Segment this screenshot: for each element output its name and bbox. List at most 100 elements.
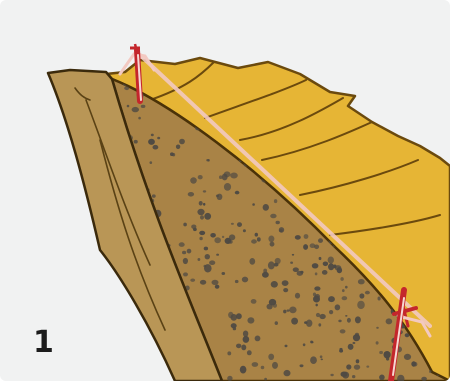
speckle-dot <box>243 331 248 337</box>
speckle-dot <box>204 247 208 251</box>
speckle-dot <box>355 333 359 337</box>
speckle-dot <box>377 99 384 106</box>
speckle-dot <box>395 114 402 121</box>
speckle-dot <box>417 69 424 75</box>
speckle-dot <box>199 231 205 235</box>
speckle-dot <box>404 111 409 117</box>
speckle-dot <box>341 372 348 377</box>
speckle-dot <box>270 242 275 247</box>
speckle-dot <box>345 315 347 317</box>
speckle-dot <box>153 145 159 150</box>
speckle-dot <box>348 344 354 350</box>
speckle-dot <box>347 318 351 323</box>
speckle-dot <box>231 223 234 225</box>
speckle-dot <box>420 69 423 72</box>
speckle-dot <box>272 362 278 369</box>
speckle-dot <box>187 249 192 254</box>
speckle-dot <box>230 173 238 179</box>
speckle-dot <box>358 85 360 87</box>
speckle-dot <box>247 350 252 355</box>
speckle-dot <box>198 175 203 179</box>
speckle-dot <box>200 215 204 219</box>
speckle-dot <box>322 270 328 275</box>
speckle-dot <box>353 342 356 344</box>
speckle-dot <box>125 375 131 381</box>
speckle-dot <box>359 293 364 298</box>
speckle-dot <box>366 366 369 368</box>
speckle-dot <box>379 67 385 73</box>
speckle-dot <box>212 280 219 285</box>
speckle-dot <box>354 365 360 370</box>
speckle-dot <box>427 87 431 90</box>
speckle-dot <box>420 133 424 137</box>
speckle-dot <box>205 254 210 259</box>
speckle-dot <box>268 354 274 360</box>
speckle-dot <box>124 86 129 90</box>
speckle-dot <box>404 354 411 360</box>
speckle-dot <box>365 91 371 96</box>
speckle-dot <box>247 317 254 323</box>
speckle-dot <box>359 96 363 100</box>
speckle-dot <box>323 262 328 267</box>
speckle-dot <box>320 355 323 358</box>
speckle-dot <box>291 318 298 325</box>
speckle-dot <box>240 366 247 374</box>
speckle-dot <box>356 75 360 79</box>
speckle-dot <box>303 244 308 250</box>
speckle-dot <box>251 239 257 243</box>
speckle-dot <box>376 341 379 344</box>
speckle-dot <box>132 324 135 328</box>
speckle-dot <box>310 356 317 364</box>
speckle-dot <box>420 74 427 81</box>
speckle-dot <box>310 70 314 74</box>
speckle-dot <box>318 323 321 326</box>
speckle-dot <box>243 336 250 343</box>
speckle-dot <box>432 131 439 139</box>
speckle-dot <box>330 374 333 376</box>
speckle-dot <box>345 286 348 289</box>
speckle-dot <box>274 199 277 203</box>
speckle-dot <box>261 366 265 369</box>
speckle-dot <box>287 309 290 311</box>
speckle-dot <box>316 304 318 307</box>
speckle-dot <box>170 152 174 156</box>
speckle-dot <box>438 97 441 99</box>
speckle-dot <box>222 236 224 238</box>
speckle-dot <box>190 177 197 183</box>
speckle-dot <box>315 272 318 275</box>
speckle-dot <box>127 105 130 108</box>
speckle-dot <box>314 245 319 250</box>
speckle-dot <box>97 261 102 267</box>
speckle-dot <box>183 272 188 276</box>
speckle-dot <box>262 272 269 278</box>
speckle-dot <box>357 301 365 309</box>
speckle-dot <box>112 302 117 308</box>
speckle-dot <box>126 345 130 349</box>
speckle-dot <box>108 324 115 331</box>
speckle-dot <box>179 139 185 145</box>
speckle-dot <box>321 359 323 361</box>
speckle-dot <box>358 279 365 284</box>
speckle-dot <box>267 304 273 310</box>
speckle-dot <box>141 105 146 108</box>
speckle-dot <box>268 236 274 243</box>
speckle-dot <box>335 304 341 310</box>
speckle-dot <box>400 112 406 117</box>
speckle-dot <box>179 242 185 247</box>
speckle-dot <box>208 159 210 162</box>
speckle-dot <box>209 260 215 265</box>
speckle-dot <box>284 370 291 376</box>
speckle-dot <box>276 221 280 224</box>
speckle-dot <box>193 228 197 231</box>
speckle-dot <box>375 99 382 107</box>
speckle-dot <box>251 299 257 304</box>
speckle-dot <box>418 130 424 134</box>
speckle-dot <box>397 127 403 132</box>
speckle-dot <box>104 330 107 332</box>
speckle-dot <box>379 351 383 354</box>
speckle-dot <box>412 94 417 99</box>
speckle-dot <box>333 265 336 269</box>
speckle-dot <box>235 191 240 195</box>
speckle-dot <box>417 110 421 113</box>
